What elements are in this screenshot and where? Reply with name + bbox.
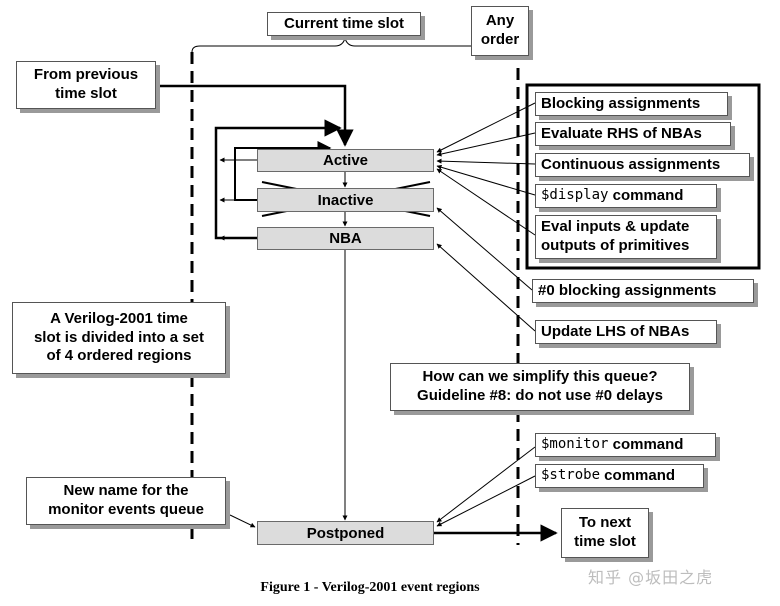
event-monitor-command: $monitor command <box>535 433 716 457</box>
eval-inputs-arrow <box>436 168 536 236</box>
event-update-lhs: Update LHS of NBAs <box>535 320 717 344</box>
region-nba: NBA <box>257 227 434 250</box>
display-arrow <box>436 164 536 196</box>
from-previous-label: From previous time slot <box>16 61 156 109</box>
blocking-arrow <box>436 102 536 153</box>
region-inactive: Inactive <box>257 188 434 212</box>
strobe-code: $strobe <box>541 467 601 484</box>
region-postponed: Postponed <box>257 521 434 545</box>
eval-rhs-arrow <box>436 132 536 157</box>
current-time-slot-label: Current time slot <box>267 12 421 36</box>
monitor-arrow <box>436 446 536 523</box>
new-name-arrow <box>229 514 256 528</box>
watermark: 知乎 @坂田之虎 <box>588 568 714 587</box>
event-eval-inputs: Eval inputs & update outputs of primitiv… <box>535 215 717 259</box>
note-new-name: New name for the monitor events queue <box>26 477 226 525</box>
any-order-label: Any order <box>471 6 529 56</box>
display-code: $display <box>541 187 609 204</box>
zero-blocking-arrow <box>436 207 533 291</box>
figure-caption: Figure 1 - Verilog-2001 event regions <box>260 580 480 595</box>
continuous-arrow <box>436 158 536 165</box>
strobe-text: command <box>600 466 676 484</box>
monitor-code: $monitor <box>541 436 609 453</box>
current-slot-brace <box>191 37 519 55</box>
note-verilog-2001: A Verilog-2001 time slot is divided into… <box>12 302 226 374</box>
event-evaluate-rhs: Evaluate RHS of NBAs <box>535 122 731 146</box>
event-blocking-assignments: Blocking assignments <box>535 92 728 116</box>
strobe-arrow <box>436 475 536 527</box>
update-lhs-arrow <box>436 243 536 332</box>
event-zero-blocking: #0 blocking assignments <box>532 279 754 303</box>
display-text: command <box>608 186 684 204</box>
note-simplify-queue: How can we simplify this queue? Guidelin… <box>390 363 690 411</box>
to-next-time-slot-label: To next time slot <box>561 508 649 558</box>
from-previous-arrow <box>158 84 354 147</box>
event-continuous-assignments: Continuous assignments <box>535 153 750 177</box>
region-active: Active <box>257 149 434 172</box>
event-strobe-command: $strobe command <box>535 464 704 488</box>
event-group-frame <box>525 83 761 270</box>
event-display-command: $display command <box>535 184 717 208</box>
monitor-text: command <box>608 435 684 453</box>
